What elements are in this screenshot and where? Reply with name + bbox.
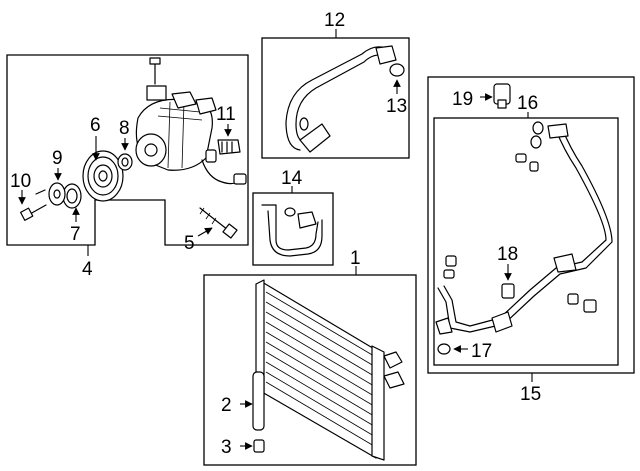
discharge-hose-group [252,186,334,266]
valve-18 [501,283,515,299]
callout-11: 11 [216,104,236,125]
liquid-line-inner-box [433,117,619,366]
callout-16: 16 [517,93,538,114]
discharge-hose-box [252,192,334,266]
suction-hose-group [261,29,410,159]
callout-labels: 1 2 3 4 5 6 7 8 9 10 11 12 13 14 15 16 1… [10,10,541,458]
condenser-core [255,279,405,461]
callout-7: 7 [70,224,81,245]
relief-valve [217,139,241,155]
drier-cap [253,439,265,453]
clutch-pulley [82,150,124,202]
coil-cap [117,153,133,171]
callout-19: 19 [452,89,473,110]
o-ring-17 [437,343,451,355]
condenser-group [203,266,417,466]
callout-5: 5 [184,233,195,254]
condenser-box [203,274,417,466]
leader-5 [197,227,213,237]
receiver-drier [252,371,265,431]
hub-plate [48,182,66,206]
callout-17: 17 [471,341,492,362]
callout-15: 15 [520,384,541,405]
callout-2: 2 [221,395,232,416]
liquid-line-group [427,76,635,382]
callout-3: 3 [221,437,232,458]
hub-bolt [19,189,47,221]
callout-10: 10 [10,171,31,192]
compressor-body [135,57,247,185]
callout-9: 9 [52,148,63,169]
pressure-switch [493,83,511,109]
compressor-group-box [6,54,249,246]
shim-ring [62,183,82,209]
callout-1: 1 [350,248,361,269]
compressor-group [6,54,249,256]
callout-14: 14 [281,168,303,189]
callout-4: 4 [82,259,93,280]
callout-18: 18 [497,244,518,265]
callout-8: 8 [119,118,130,139]
o-ring-13 [389,63,405,77]
callout-13: 13 [386,96,407,117]
mounting-bolt [197,207,238,239]
liquid-line-outer-box [427,76,635,374]
callout-12: 12 [324,10,345,31]
callout-6: 6 [90,115,101,136]
